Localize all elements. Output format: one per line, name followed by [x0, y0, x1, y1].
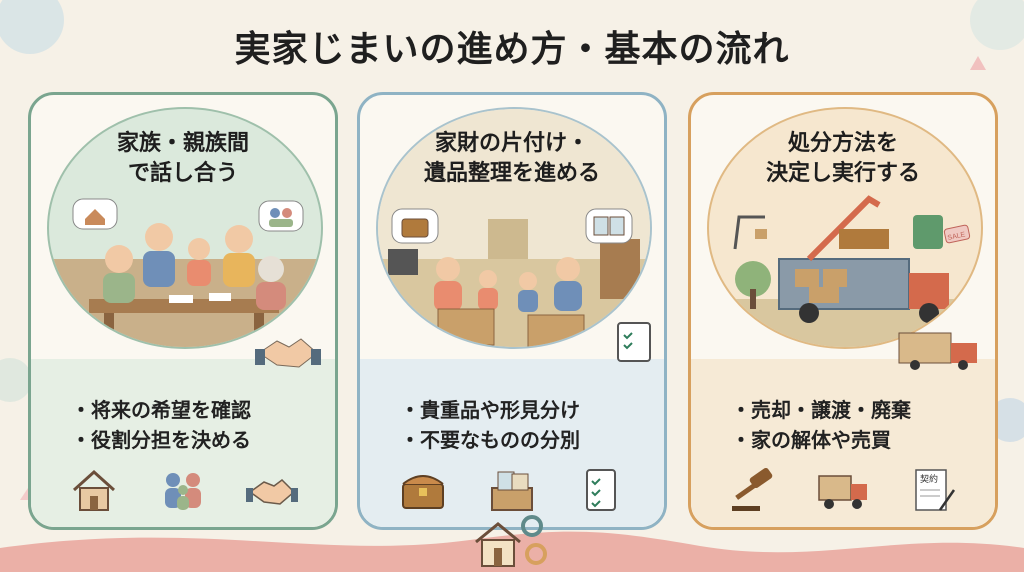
step-card-2: 家財の片付け・ 遺品整理を進める 貴重品や形見分け 不要なものの分別	[357, 92, 667, 530]
step-3-title-line-2: 決定し実行する	[765, 161, 920, 186]
step-3-title: 処分方法を 決定し実行する	[691, 129, 995, 189]
clipboard-scene-icon	[617, 322, 651, 362]
contract-icon: 契約	[915, 469, 956, 511]
chest-speech-bubble-icon	[391, 208, 439, 244]
gavel-icon	[731, 467, 772, 511]
handshake-scene-icon	[255, 338, 321, 368]
people-speech-bubble-icon	[258, 200, 304, 232]
house-gears-icon	[475, 515, 547, 567]
step-2-bullets: 貴重品や形見分け 不要なものの分別	[400, 395, 644, 455]
step-1-bullet-2: 役割分担を決める	[71, 425, 315, 455]
recycle-bin-icon: SALE	[913, 215, 971, 249]
step-2-title-line-2: 遺品整理を進める	[423, 161, 600, 186]
checklist-icon	[586, 469, 617, 511]
step-1-bullet-1: 将来の希望を確認	[71, 395, 315, 425]
page-title: 実家じまいの進め方・基本の流れ	[234, 29, 790, 70]
step-3-title-line-1: 処分方法を	[787, 131, 898, 156]
treasure-chest-icon	[401, 475, 444, 509]
crane-icon	[733, 215, 767, 250]
family-icon	[164, 473, 201, 510]
truck-icon	[818, 475, 867, 509]
step-2-icons	[378, 465, 646, 515]
step-2-bullet-1: 貴重品や形見分け	[400, 395, 644, 425]
house-speech-bubble-icon	[72, 198, 118, 230]
step-2-title-line-1: 家財の片付け・	[434, 131, 589, 156]
step-1-bullets: 将来の希望を確認 役割分担を決める	[71, 395, 315, 455]
sale-tag-label: SALE	[947, 231, 966, 242]
step-2-title: 家財の片付け・ 遺品整理を進める	[360, 129, 664, 189]
step-3-icons: 契約	[709, 465, 977, 515]
step-card-3: 処分方法を 決定し実行する SALE 売却・譲渡・廃棄 家の解体や売買 契約	[688, 92, 998, 530]
handshake-icon	[246, 479, 299, 505]
photos-speech-bubble-icon	[585, 208, 633, 244]
step-1-title-line-2: で話し合う	[127, 161, 238, 186]
moving-truck-scene-icon	[898, 332, 977, 370]
step-1-title-line-1: 家族・親族間	[116, 131, 249, 156]
house-icon	[72, 469, 115, 511]
step-card-1: 家族・親族間 で話し合う 将来の希望を確認 役割分担を決める	[28, 92, 338, 530]
step-3-bullet-2: 家の解体や売買	[731, 425, 975, 455]
step-3-bullet-1: 売却・譲渡・廃棄	[731, 395, 975, 425]
step-1-icons	[49, 465, 317, 515]
step-3-bullets: 売却・譲渡・廃棄 家の解体や売買	[731, 395, 975, 455]
step-1-title: 家族・親族間 で話し合う	[31, 129, 335, 189]
step-2-bullet-2: 不要なものの分別	[400, 425, 644, 455]
photo-box-icon	[490, 471, 533, 511]
contract-label: 契約	[920, 473, 938, 485]
